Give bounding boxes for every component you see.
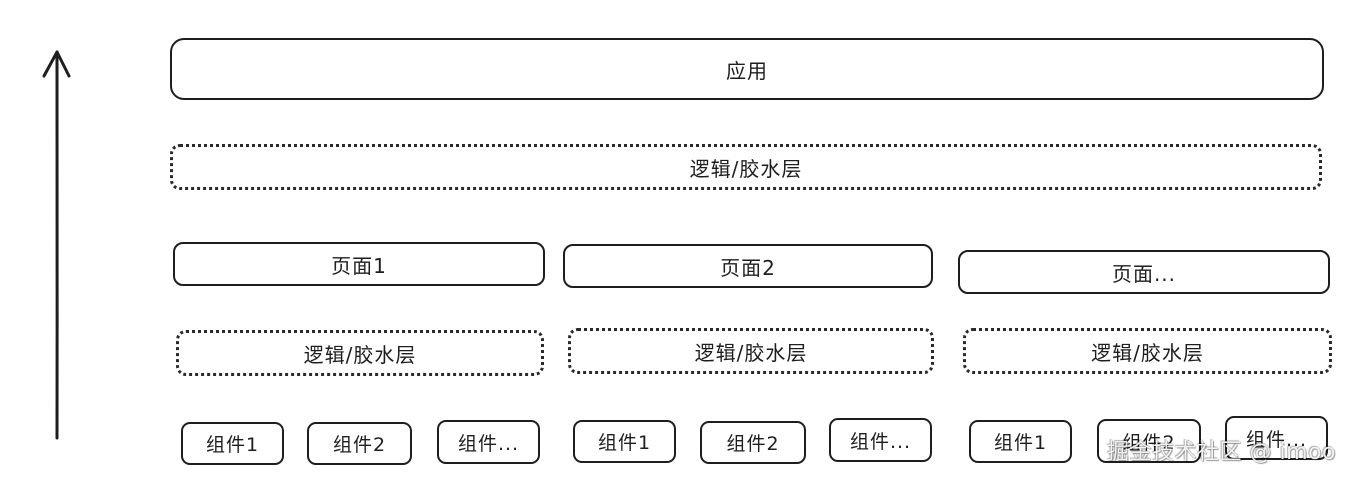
component-box: 组件... [829, 418, 932, 462]
component-label: 组件1 [597, 432, 652, 454]
glue-layer-page-1: 逻辑/胶水层 [176, 330, 544, 376]
page-label-1: 页面1 [331, 253, 387, 278]
component-box: 组件2 [1097, 419, 1201, 463]
glue-layer-page-2: 逻辑/胶水层 [568, 328, 934, 374]
page-box-1: 页面1 [173, 242, 545, 286]
component-box: 组件1 [181, 422, 284, 465]
upward-arrow-icon [42, 50, 71, 440]
app-label: 应用 [726, 58, 768, 83]
glue-layer-top-label: 逻辑/胶水层 [689, 156, 803, 181]
component-box: 组件1 [969, 420, 1072, 463]
component-label: 组件... [849, 430, 912, 453]
glue-layer-page-3-label: 逻辑/胶水层 [1091, 340, 1204, 365]
page-box-2: 页面2 [563, 244, 933, 288]
glue-layer-page-1-label: 逻辑/胶水层 [303, 342, 417, 367]
glue-layer-page-2-label: 逻辑/胶水层 [694, 340, 808, 365]
page-box-3: 页面... [958, 250, 1330, 294]
component-label: 组件1 [993, 432, 1048, 454]
component-box: 组件... [1225, 416, 1328, 460]
component-box: 组件2 [307, 422, 412, 465]
page-label-3: 页面... [1111, 261, 1177, 286]
component-label: 组件... [1245, 428, 1308, 451]
component-box: 组件... [437, 420, 540, 464]
glue-layer-page-3: 逻辑/胶水层 [963, 328, 1332, 374]
component-box: 组件2 [700, 421, 806, 464]
component-label: 组件2 [1122, 431, 1176, 454]
component-box: 组件1 [573, 420, 676, 463]
app-box: 应用 [170, 38, 1324, 100]
component-label: 组件... [457, 432, 520, 455]
page-label-2: 页面2 [720, 255, 776, 280]
component-label: 组件2 [332, 434, 387, 456]
component-label: 组件1 [205, 434, 260, 456]
component-label: 组件2 [726, 433, 780, 455]
glue-layer-top: 逻辑/胶水层 [170, 144, 1322, 190]
